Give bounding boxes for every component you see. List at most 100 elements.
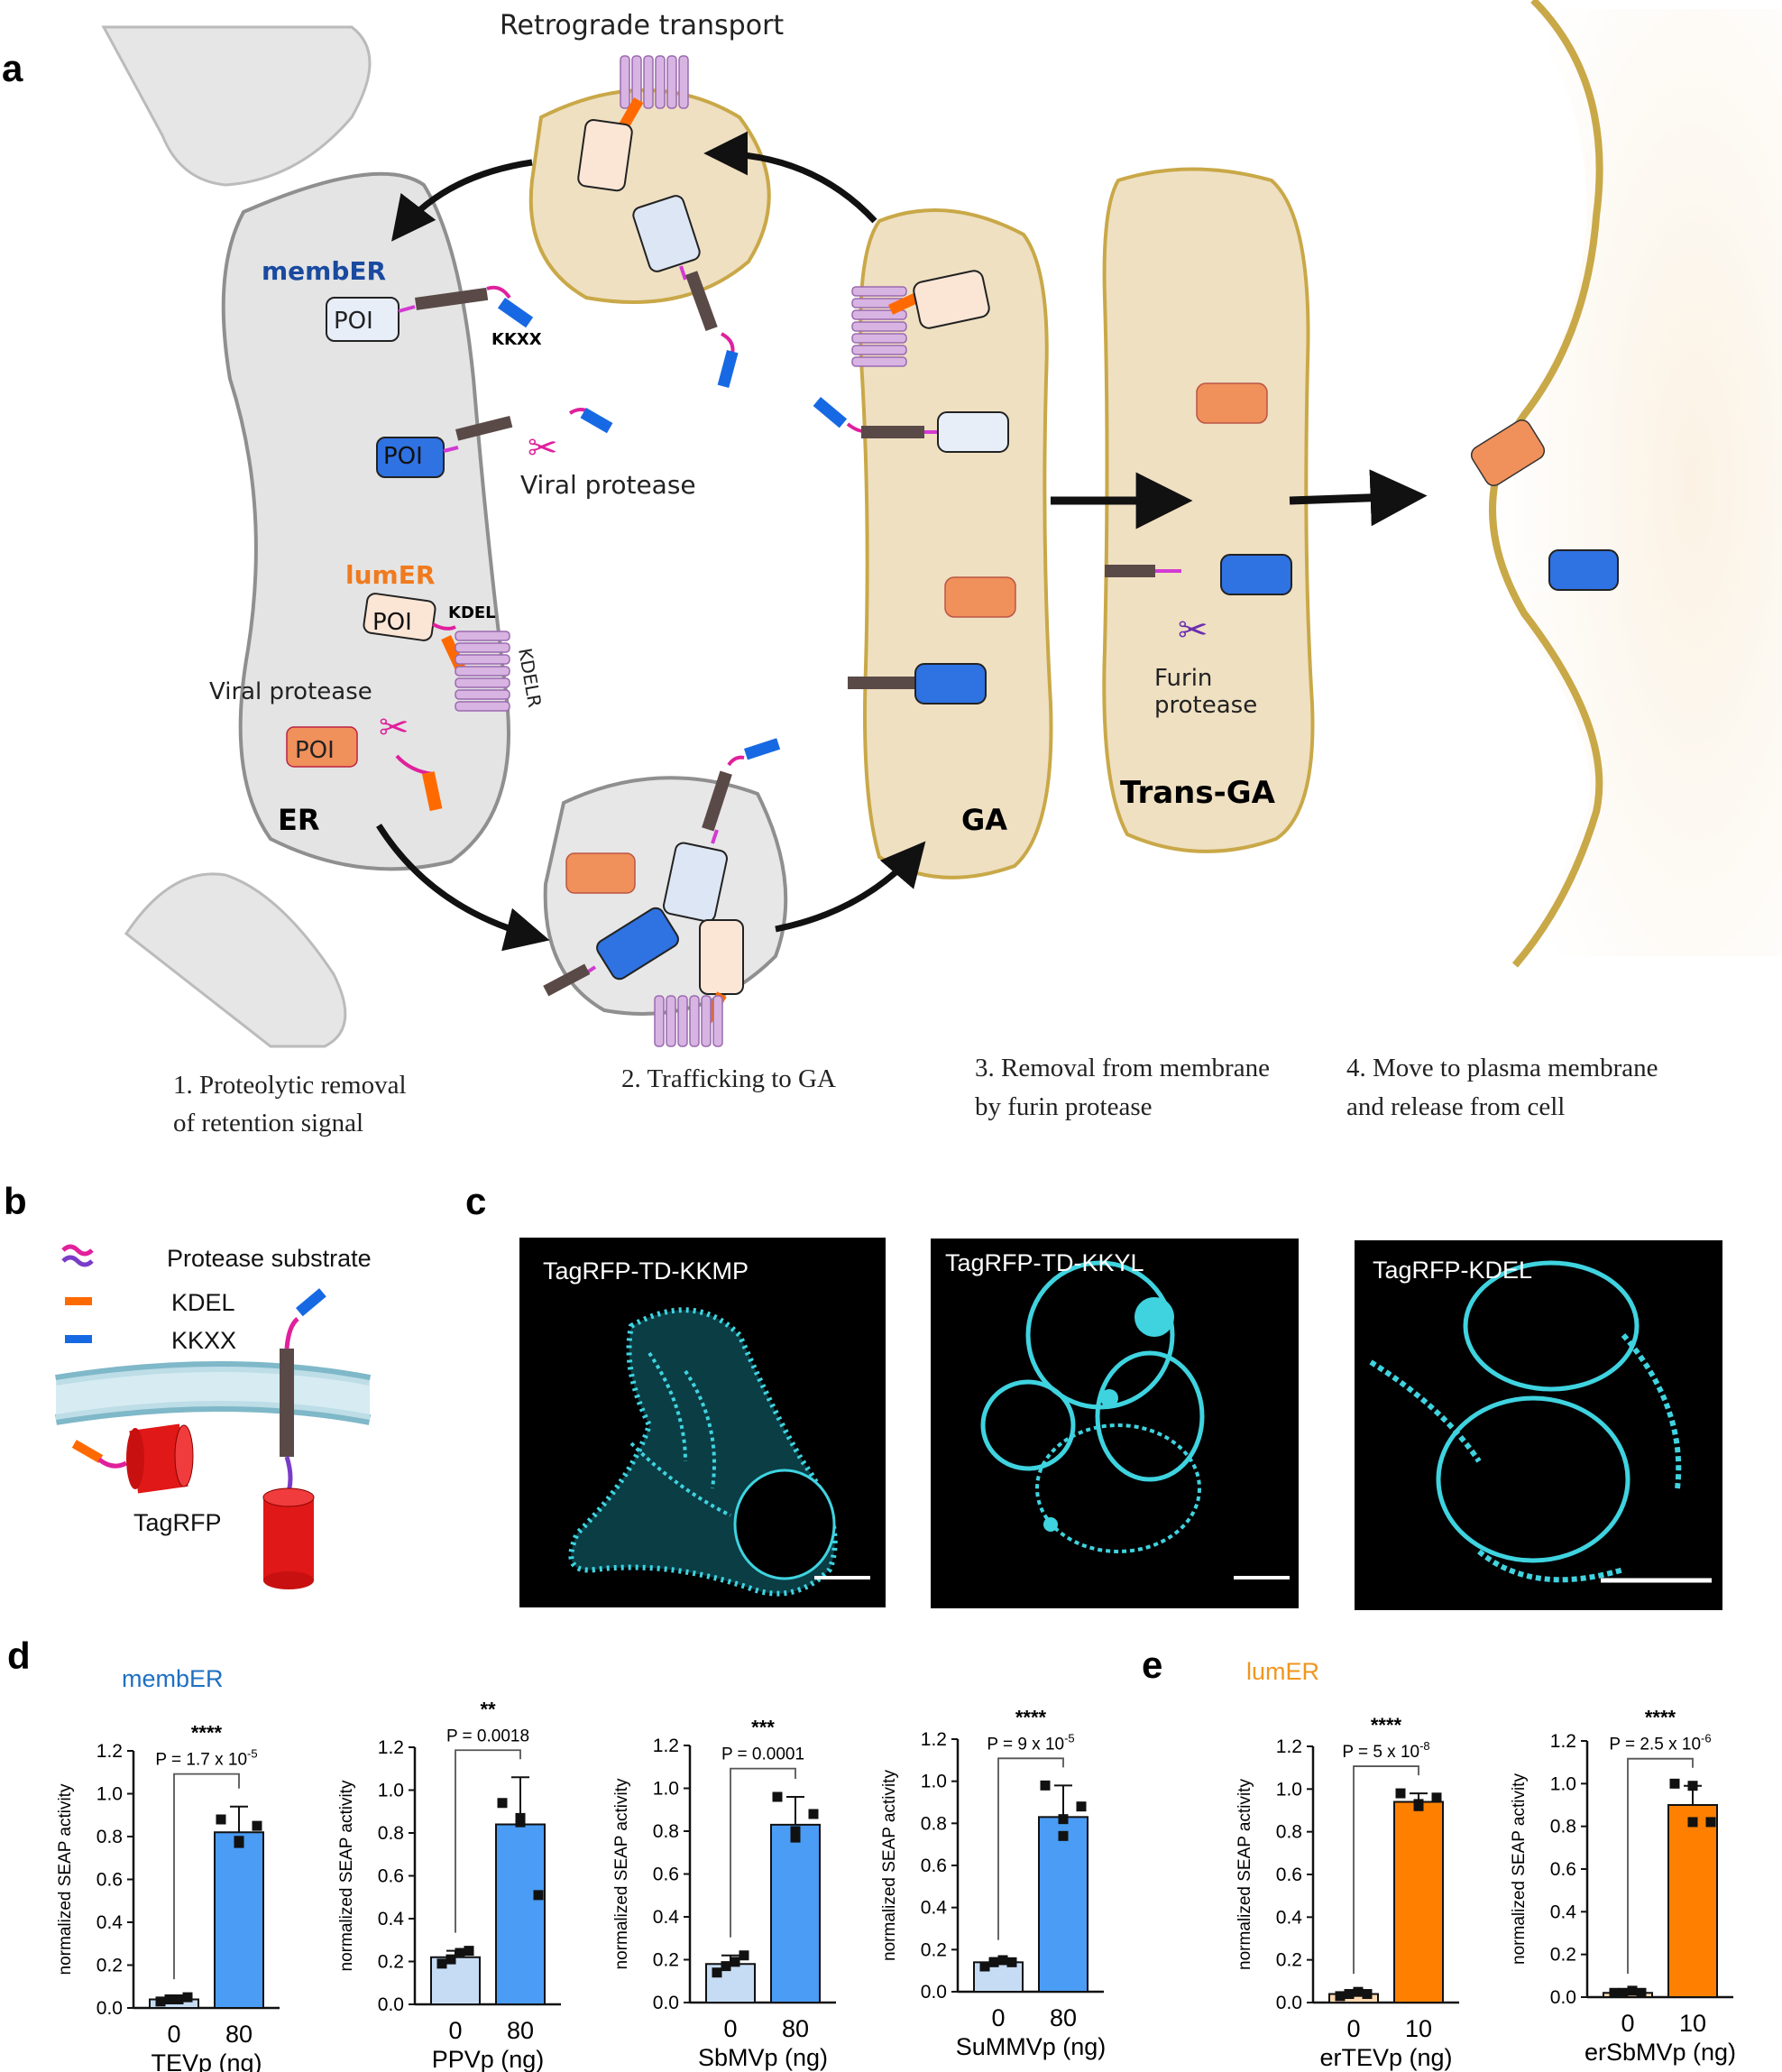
x-tick-label: 0 <box>1621 2010 1634 2037</box>
x-axis-label: TEVp (ng) <box>151 2049 262 2072</box>
er-lumER-construct <box>363 593 510 712</box>
y-tick-label: 0.0 <box>96 1998 123 2019</box>
y-tick-label: 0.2 <box>1550 1945 1576 1966</box>
significance-bracket <box>997 1757 1064 1940</box>
arrow-vesicle-to-er <box>391 159 533 242</box>
y-tick-label: 0.2 <box>1276 1950 1302 1971</box>
y-tick-label: 0.8 <box>1276 1822 1302 1843</box>
y-tick-label: 1.0 <box>1550 1773 1576 1794</box>
x-tick-label: 0 <box>991 2004 1005 2031</box>
data-point <box>1705 1817 1716 1828</box>
data-point <box>1669 1778 1680 1789</box>
arrow-trans-to-pm <box>1289 469 1428 527</box>
data-point <box>252 1820 262 1831</box>
ga-label: GA <box>961 803 1007 837</box>
step4-line2: and release from cell <box>1346 1092 1565 1121</box>
er-cleaved-membER <box>376 408 613 478</box>
x-axis-label: erSbMVp (ng) <box>1585 2039 1736 2066</box>
data-point <box>533 1890 544 1901</box>
y-tick-label: 0.8 <box>378 1823 404 1844</box>
x-tick-label: 80 <box>1050 2004 1077 2031</box>
bar-80 <box>214 1831 264 2009</box>
p-value: P = 2.5 x 10-6 <box>1609 1732 1711 1754</box>
arrow-er-to-vesicle <box>376 824 550 952</box>
y-tick-label: 0.2 <box>653 1950 679 1971</box>
retrograde-vesicle-proteins <box>577 55 739 389</box>
data-point <box>1006 1957 1017 1967</box>
x-tick-label: 80 <box>507 2017 534 2044</box>
y-tick-label: 0.0 <box>653 1993 679 2013</box>
data-point <box>790 1826 801 1837</box>
scissors-icon-1: ✂ <box>528 428 558 469</box>
data-point <box>730 1957 740 1967</box>
data-point <box>1362 1989 1373 2000</box>
y-tick-label: 0.8 <box>96 1827 123 1847</box>
bar-10 <box>1667 1804 1718 1998</box>
y-tick-label: 1.0 <box>1276 1779 1302 1800</box>
x-tick-label: 0 <box>723 2015 737 2042</box>
lipid-bilayer-bottom <box>55 1401 372 1425</box>
x-tick-label: 0 <box>167 2021 180 2048</box>
data-point <box>173 1994 184 2004</box>
furin-label-1: Furin <box>1154 665 1212 692</box>
y-tick-label: 0.8 <box>653 1821 679 1842</box>
data-point <box>1627 1985 1638 1996</box>
significance-stars: **** <box>1015 1706 1047 1728</box>
poi-label-4: POI <box>295 737 335 764</box>
micrograph-2-label: TagRFP-TD-KKYL <box>945 1249 1144 1276</box>
y-tick-label: 0.2 <box>921 1939 947 1960</box>
furin-label-2: protease <box>1154 692 1257 719</box>
data-point <box>1344 1989 1355 2000</box>
bar-80 <box>1038 1816 1088 1994</box>
p-value: P = 0.0001 <box>721 1745 804 1764</box>
data-point <box>808 1809 819 1819</box>
x-axis-label: erTEVp (ng) <box>1319 2044 1452 2071</box>
anterograde-vesicle-proteins <box>543 738 781 1047</box>
step1-line2: of retention signal <box>173 1109 363 1137</box>
y-axis-label: normalized SEAP activity <box>56 1783 75 1975</box>
data-point <box>997 1955 1008 1966</box>
p-value: P = 9 x 10-5 <box>987 1731 1074 1754</box>
y-tick-label: 0.0 <box>921 1982 947 2003</box>
y-tick-label: 0.4 <box>653 1907 680 1928</box>
membER-group-label: membER <box>122 1665 224 1692</box>
y-axis-label: normalized SEAP activity <box>337 1780 356 1971</box>
data-point <box>1353 1986 1364 1997</box>
y-tick-label: 1.0 <box>378 1781 404 1801</box>
y-tick-label: 0.0 <box>1276 1993 1302 2013</box>
data-point <box>712 1967 722 1978</box>
retrograde-transport-label: Retrograde transport <box>500 10 784 41</box>
y-tick-label: 1.0 <box>921 1772 947 1792</box>
panel-a-label: a <box>2 47 23 89</box>
data-point <box>155 1996 166 2007</box>
furin-scissors-icon: ✂ <box>1178 610 1208 651</box>
bar-80 <box>770 1823 821 2003</box>
x-axis-label: SuMMVp (ng) <box>956 2033 1107 2060</box>
tm-linker-top <box>284 1317 299 1349</box>
lumER-label: lumER <box>345 560 435 590</box>
data-point <box>455 1948 465 1958</box>
y-tick-label: 0.6 <box>653 1865 679 1885</box>
panel-c-label: c <box>465 1180 486 1222</box>
x-axis-label: SbMVp (ng) <box>698 2044 828 2071</box>
data-point <box>182 1992 193 2003</box>
golgi-apparatus <box>859 208 1053 879</box>
data-point <box>464 1946 474 1957</box>
y-tick-label: 0.2 <box>96 1956 123 1976</box>
ga-proteins <box>813 270 1016 704</box>
significance-stars: **** <box>191 1722 223 1745</box>
poi-label-2: POI <box>383 443 423 470</box>
data-point <box>979 1961 990 1972</box>
significance-bracket <box>1627 1757 1694 1975</box>
significance-stars: ** <box>480 1698 496 1720</box>
p-value: P = 0.0018 <box>446 1727 529 1745</box>
kdel-legend-icon <box>65 1297 92 1305</box>
data-point <box>1687 1781 1698 1791</box>
data-point <box>790 1832 801 1843</box>
